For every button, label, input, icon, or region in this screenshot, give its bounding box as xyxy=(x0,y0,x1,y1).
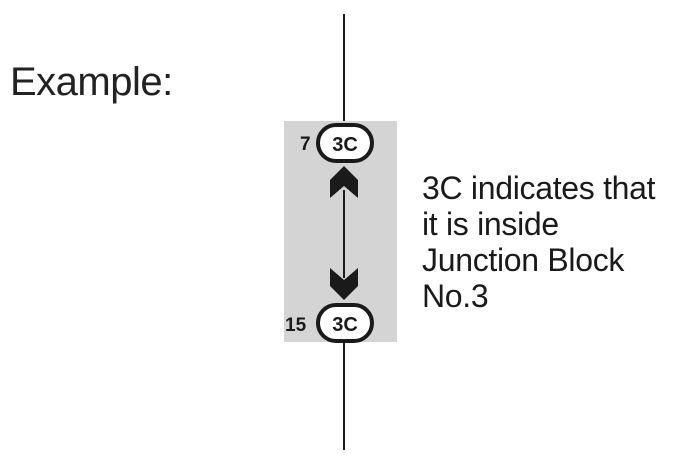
bottom-connector-oval xyxy=(316,303,374,343)
note-line: Junction Block xyxy=(422,242,625,278)
top-pin-number: 7 xyxy=(300,134,311,155)
bottom-connector-label: 3C xyxy=(332,314,358,336)
up-arrow-icon xyxy=(330,166,358,198)
bottom-pin-number: 15 xyxy=(285,315,307,336)
down-arrow-icon xyxy=(330,268,358,300)
top-connector-label: 3C xyxy=(332,134,358,156)
note-line: No.3 xyxy=(422,278,489,314)
note-line: it is inside xyxy=(422,206,559,242)
explanation-note: 3C indicates that it is inside Junction … xyxy=(422,170,656,314)
top-connector-oval xyxy=(316,123,374,163)
example-heading: Example: xyxy=(10,60,173,104)
note-line: 3C indicates that xyxy=(422,170,656,206)
